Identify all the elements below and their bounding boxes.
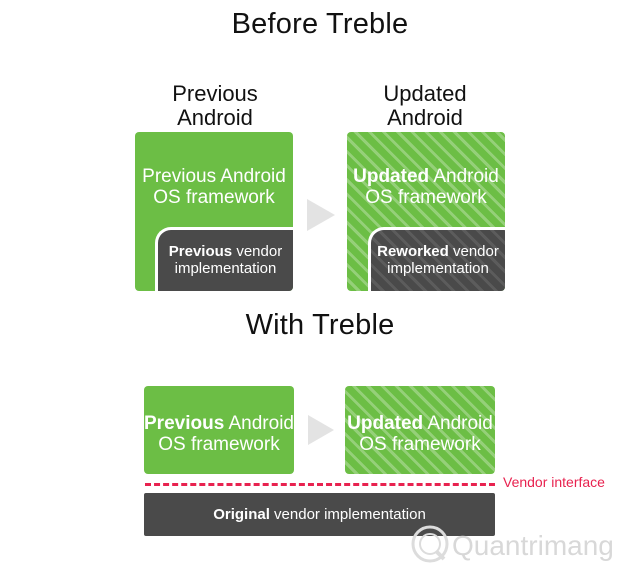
- watermark-logo-icon: [411, 525, 449, 563]
- reworked-vendor-line2: implementation: [387, 260, 489, 277]
- with-previous-framework-block: [144, 386, 294, 474]
- previous-framework-line1: Previous Android: [142, 166, 286, 187]
- previous-framework-line2: OS framework: [153, 187, 275, 208]
- with-previous-framework-rest: Android: [224, 413, 294, 434]
- previous-vendor-line2: implementation: [174, 260, 277, 277]
- previous-vendor-rest: vendor: [232, 243, 283, 260]
- previous-framework-text: Previous Android OS framework: [135, 166, 293, 208]
- previous-vendor-box: Previous vendor implementation: [155, 227, 293, 291]
- with-updated-framework-rest: Android: [423, 413, 493, 434]
- watermark-text: Quantrimang: [452, 530, 614, 561]
- arrow-right-icon: [307, 199, 335, 231]
- updated-release-label-line1: Updated: [383, 81, 467, 106]
- before-treble-heading: Before Treble: [231, 8, 409, 40]
- updated-framework-bold: Updated: [353, 166, 430, 187]
- with-previous-framework-text: Previous Android OS framework: [144, 413, 294, 455]
- with-previous-framework-bold: Previous: [144, 413, 225, 434]
- reworked-vendor-bold: Reworked: [377, 243, 449, 260]
- vendor-interface-line: [145, 483, 495, 486]
- arrow-right-icon: [308, 415, 334, 445]
- previous-vendor-bold: Previous: [168, 243, 233, 260]
- reworked-vendor-box: Reworked vendor implementation: [368, 227, 505, 291]
- updated-framework-line2: OS framework: [365, 187, 487, 208]
- with-updated-framework-line2: OS framework: [359, 434, 481, 455]
- with-treble-heading: With Treble: [245, 309, 395, 341]
- previous-release-label-line1: Previous: [172, 81, 258, 106]
- with-updated-framework-text: Updated Android OS framework: [345, 413, 495, 455]
- updated-framework-text: Updated Android OS framework: [347, 166, 505, 208]
- original-vendor-bold: Original: [213, 506, 270, 523]
- updated-framework-rest: Android: [429, 166, 499, 187]
- with-previous-framework-line2: OS framework: [158, 434, 280, 455]
- with-updated-framework-bold: Updated: [347, 413, 424, 434]
- reworked-vendor-rest: vendor: [448, 243, 499, 260]
- vendor-interface-label: Vendor interface: [503, 474, 605, 490]
- original-vendor-rest: vendor implementation: [269, 506, 426, 523]
- with-updated-framework-block: [345, 386, 495, 474]
